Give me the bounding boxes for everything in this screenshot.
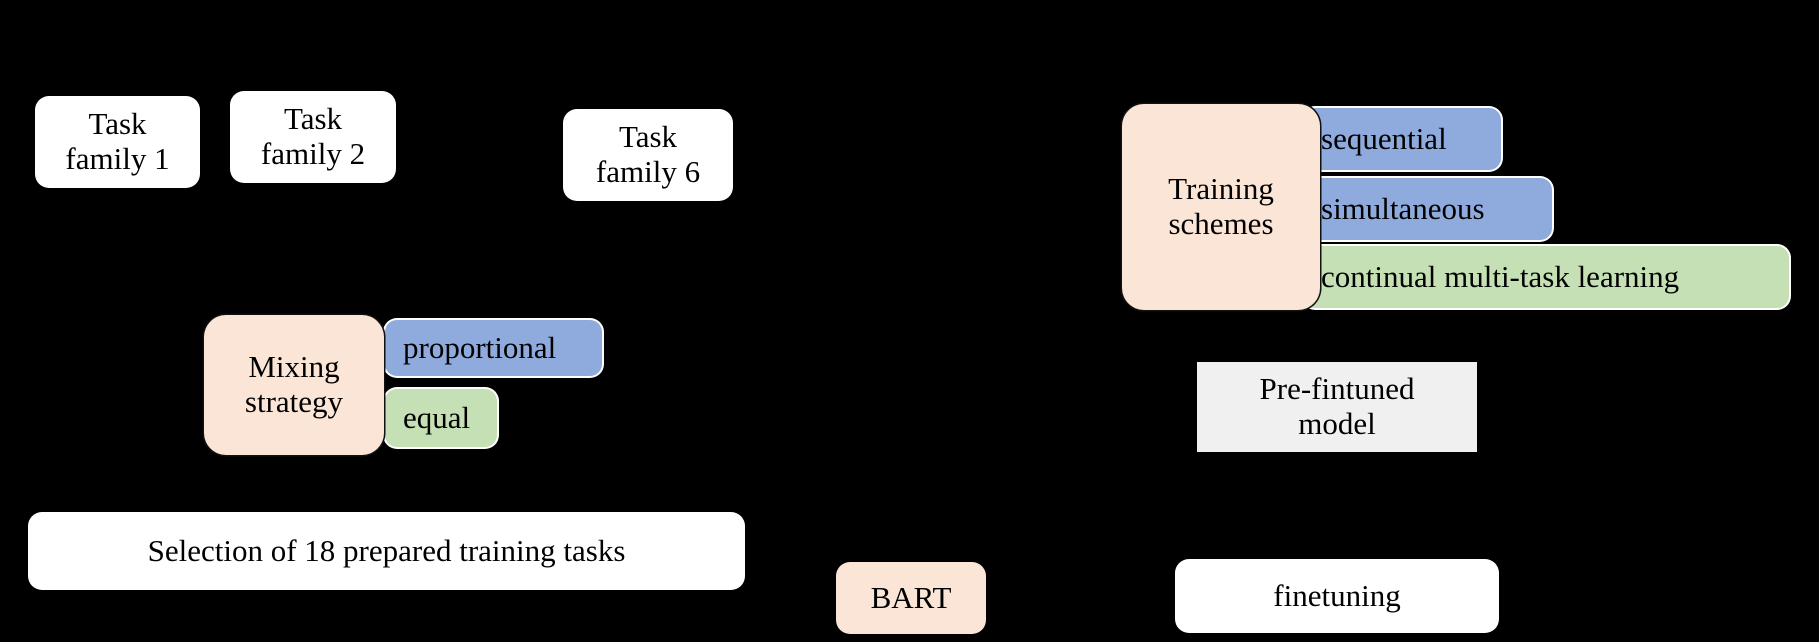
task-family-label-6: Task family 6 — [595, 119, 701, 189]
training-scheme-option-continual-multi-task-learning-label: continual multi-task learning — [1321, 258, 1680, 294]
task-family-label-2: Task family 2 — [260, 101, 366, 171]
training-scheme-option-continual-multi-task-learning[interactable]: continual multi-task learning — [1303, 246, 1789, 308]
mixing-strategy-group-label: Mixing strategy — [244, 349, 344, 419]
training-schemes-group-label: Training schemes — [1168, 171, 1274, 241]
task-family-card-2[interactable]: Task family 2 — [230, 91, 396, 183]
selection-of-training-tasks-bar[interactable]: Selection of 18 prepared training tasks — [28, 512, 745, 590]
pre-fintuned-model-label: Pre-fintuned model — [1259, 371, 1415, 441]
task-family-label-1: Task family 1 — [65, 106, 170, 176]
mixing-strategy-option-equal-label: equal — [403, 399, 471, 435]
finetuning-label: finetuning — [1273, 577, 1401, 613]
bart-model-pill[interactable]: BART — [836, 562, 986, 634]
pre-fintuned-model-box[interactable]: Pre-fintuned model — [1197, 362, 1477, 452]
bart-model-label: BART — [870, 579, 952, 615]
mixing-strategy-option-proportional-label: proportional — [403, 329, 557, 365]
training-scheme-option-sequential[interactable]: sequential — [1303, 108, 1501, 170]
training-scheme-option-sequential-label: sequential — [1321, 120, 1447, 156]
training-schemes-group[interactable]: Training schemes — [1122, 104, 1320, 310]
task-family-card-1[interactable]: Task family 1 — [35, 96, 200, 188]
training-scheme-option-simultaneous-label: simultaneous — [1321, 190, 1485, 226]
training-scheme-option-simultaneous[interactable]: simultaneous — [1303, 178, 1552, 240]
task-family-card-6[interactable]: Task family 6 — [563, 109, 733, 201]
mixing-strategy-option-equal[interactable]: equal — [385, 389, 497, 447]
mixing-strategy-option-proportional[interactable]: proportional — [385, 320, 602, 376]
selection-of-training-tasks-label: Selection of 18 prepared training tasks — [147, 532, 626, 568]
finetuning-box[interactable]: finetuning — [1175, 559, 1499, 633]
mixing-strategy-group[interactable]: Mixing strategy — [204, 315, 384, 455]
